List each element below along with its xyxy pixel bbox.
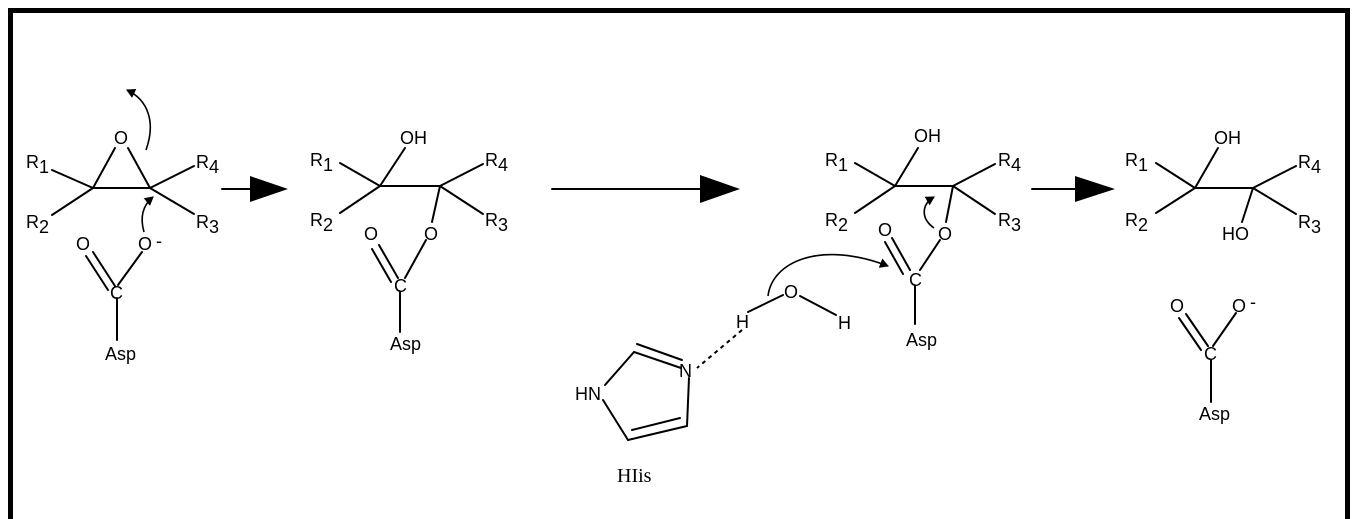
carbonyl-oxygen-label: O bbox=[878, 220, 892, 240]
water-hydrogen-label: H bbox=[838, 313, 851, 333]
svg-text:R1: R1 bbox=[825, 150, 848, 175]
r3-label: R bbox=[485, 210, 498, 230]
r2-label: R bbox=[26, 212, 39, 232]
svg-text:R4: R4 bbox=[998, 150, 1021, 175]
histidine-label: HIis bbox=[617, 465, 652, 487]
r4-label: R bbox=[998, 150, 1011, 170]
r3-subscript: 3 bbox=[1011, 215, 1021, 235]
r3-subscript: 3 bbox=[498, 215, 508, 235]
r3-label: R bbox=[998, 210, 1011, 230]
carbon-label: C bbox=[110, 283, 123, 303]
r2-subscript: 2 bbox=[1138, 215, 1148, 235]
svg-text:R2: R2 bbox=[1125, 210, 1148, 235]
epoxide-structure: R1 R2 R4 R3 O O O - C Asp bbox=[26, 88, 219, 364]
hydrolysis-step-structure: R1 R2 R4 R3 OH O O C Asp H O H N HN HIis bbox=[575, 126, 1021, 487]
svg-text:R3: R3 bbox=[196, 212, 219, 237]
svg-text:R2: R2 bbox=[26, 212, 49, 237]
reaction-arrow-3 bbox=[1031, 176, 1115, 202]
r1-subscript: 1 bbox=[1138, 155, 1148, 175]
r2-label: R bbox=[310, 210, 323, 230]
r4-subscript: 4 bbox=[1011, 155, 1021, 175]
epoxide-oxygen-label: O bbox=[114, 128, 128, 148]
carboxylate-oxygen-label: O bbox=[138, 234, 152, 254]
scheme-frame bbox=[8, 8, 1350, 519]
asp-label: Asp bbox=[105, 344, 136, 364]
carbonyl-oxygen-label: O bbox=[364, 224, 378, 244]
r1-label: R bbox=[26, 152, 39, 172]
reaction-arrow-2 bbox=[551, 175, 740, 203]
r2-subscript: 2 bbox=[323, 215, 333, 235]
imidazole-nh-label: HN bbox=[575, 384, 601, 404]
ester-oxygen-label: O bbox=[424, 224, 438, 244]
r4-subscript: 4 bbox=[498, 155, 508, 175]
imidazole-nitrogen-label: N bbox=[679, 361, 692, 381]
carbon-label: C bbox=[1204, 344, 1217, 364]
minus-charge-label: - bbox=[1250, 292, 1256, 312]
carbon-label: C bbox=[394, 276, 407, 296]
r3-subscript: 3 bbox=[209, 217, 219, 237]
svg-text:R3: R3 bbox=[485, 210, 508, 235]
r4-label: R bbox=[196, 152, 209, 172]
ester-intermediate-structure: R1 R2 R4 R3 OH O O C Asp bbox=[310, 128, 508, 354]
water-oxygen-label: O bbox=[784, 282, 798, 302]
r2-subscript: 2 bbox=[838, 215, 848, 235]
second-hydroxyl-label: HO bbox=[1222, 224, 1249, 244]
r2-subscript: 2 bbox=[39, 217, 49, 237]
svg-text:R2: R2 bbox=[310, 210, 333, 235]
r1-label: R bbox=[310, 150, 323, 170]
hydroxyl-label: OH bbox=[914, 126, 941, 146]
svg-text:R4: R4 bbox=[485, 150, 508, 175]
ester-oxygen-label: O bbox=[938, 224, 952, 244]
svg-text:R4: R4 bbox=[1298, 152, 1321, 177]
r3-label: R bbox=[196, 212, 209, 232]
r4-subscript: 4 bbox=[209, 157, 219, 177]
svg-text:R1: R1 bbox=[26, 152, 49, 177]
asp-label: Asp bbox=[906, 330, 937, 350]
svg-text:R3: R3 bbox=[998, 210, 1021, 235]
r1-subscript: 1 bbox=[39, 157, 49, 177]
r3-subscript: 3 bbox=[1311, 217, 1321, 237]
hydroxyl-label: OH bbox=[1214, 128, 1241, 148]
asp-label: Asp bbox=[1199, 404, 1230, 424]
svg-text:R2: R2 bbox=[825, 210, 848, 235]
r1-subscript: 1 bbox=[323, 155, 333, 175]
svg-text:R3: R3 bbox=[1298, 212, 1321, 237]
r4-label: R bbox=[1298, 152, 1311, 172]
svg-text:R4: R4 bbox=[196, 152, 219, 177]
r2-label: R bbox=[825, 210, 838, 230]
asp-label: Asp bbox=[390, 334, 421, 354]
r4-subscript: 4 bbox=[1311, 157, 1321, 177]
carboxylate-oxygen-label: O bbox=[1232, 296, 1246, 316]
r1-label: R bbox=[1125, 150, 1138, 170]
carbonyl-oxygen-label: O bbox=[1170, 296, 1184, 316]
r1-subscript: 1 bbox=[838, 155, 848, 175]
svg-text:R1: R1 bbox=[1125, 150, 1148, 175]
r1-label: R bbox=[825, 150, 838, 170]
svg-text:R1: R1 bbox=[310, 150, 333, 175]
reaction-arrow-1 bbox=[221, 176, 288, 202]
hydroxyl-label: OH bbox=[400, 128, 427, 148]
r3-label: R bbox=[1298, 212, 1311, 232]
r2-label: R bbox=[1125, 210, 1138, 230]
water-hydrogen-label: H bbox=[736, 312, 749, 332]
diol-product-structure: R1 R2 R4 R3 OH HO O O - C Asp bbox=[1125, 128, 1321, 424]
minus-charge-label: - bbox=[156, 231, 162, 251]
carbon-label: C bbox=[909, 270, 922, 290]
r4-label: R bbox=[485, 150, 498, 170]
carbonyl-oxygen-label: O bbox=[76, 234, 90, 254]
